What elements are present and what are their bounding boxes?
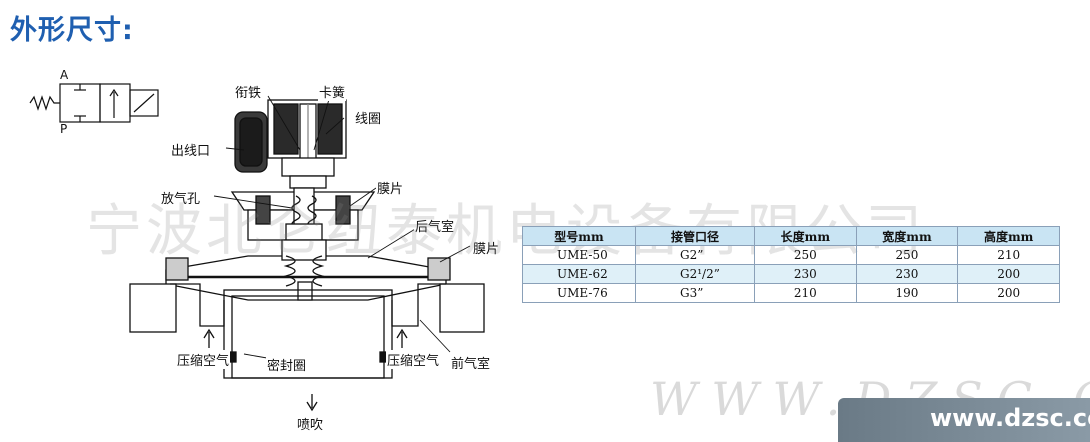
- cell-pipe-size: G3”: [635, 283, 755, 303]
- cell-height: 200: [957, 283, 1060, 303]
- site-badge-text: www.dzsc.com: [930, 404, 1090, 432]
- callout-coil: 线圈: [354, 108, 383, 127]
- port-a-label: A: [60, 68, 69, 82]
- cell-model: UME-50: [522, 245, 636, 265]
- site-badge[interactable]: www.dzsc.com: [838, 398, 1090, 442]
- callout-armature: 衔铁: [234, 82, 263, 101]
- cell-length: 230: [754, 264, 857, 284]
- valve-symbol: [29, 83, 159, 123]
- callout-bleed-hole: 放气孔: [160, 188, 202, 207]
- cell-pipe-size: G2”: [635, 245, 755, 265]
- header-height: 高度mm: [957, 226, 1060, 246]
- page-heading: 外形尺寸:: [10, 15, 134, 46]
- callout-rear-chamber: 后气室: [414, 216, 456, 235]
- header-model: 型号mm: [522, 226, 636, 246]
- callout-compressed-air-left: 压缩空气: [176, 350, 231, 369]
- callout-spring-clip: 卡簧: [318, 82, 347, 101]
- flow-arrows: [203, 328, 408, 412]
- header-pipe-size: 接管口径: [635, 226, 755, 246]
- cell-length: 250: [754, 245, 857, 265]
- callout-spray: 喷吹: [296, 414, 325, 433]
- cell-width: 230: [855, 264, 959, 284]
- cell-pipe-size: G2¹/2”: [635, 264, 755, 284]
- cell-height: 200: [957, 264, 1060, 284]
- coil-head: [234, 99, 347, 189]
- cell-height: 210: [957, 245, 1060, 265]
- valve-cover: [230, 187, 376, 241]
- port-p-label: P: [60, 122, 68, 136]
- table-header-row: 型号mm 接管口径 长度mm 宽度mm 高度mm: [522, 226, 1060, 246]
- cell-width: 250: [855, 245, 959, 265]
- cell-model: UME-62: [522, 264, 636, 284]
- callout-diaphragm-top: 膜片: [376, 178, 405, 197]
- cell-length: 210: [754, 283, 857, 303]
- valve-lower-body: [129, 283, 485, 379]
- table-row: UME-76 G3” 210 190 200: [522, 283, 1060, 303]
- callout-wire-outlet: 出线口: [170, 140, 212, 159]
- callout-diaphragm-right: 膜片: [472, 238, 501, 257]
- valve-body: [165, 239, 451, 301]
- cell-width: 190: [855, 283, 959, 303]
- callout-front-chamber: 前气室: [450, 353, 492, 372]
- header-width: 宽度mm: [855, 226, 959, 246]
- header-length: 长度mm: [754, 226, 857, 246]
- table-row: UME-50 G2” 250 250 210: [522, 245, 1060, 265]
- table-row: UME-62 G2¹/2” 230 230 200: [522, 264, 1060, 284]
- dimensions-table: 型号mm 接管口径 长度mm 宽度mm 高度mm UME-50 G2” 250 …: [522, 226, 1060, 303]
- callout-compressed-air-right: 压缩空气: [386, 350, 441, 369]
- cell-model: UME-76: [522, 283, 636, 303]
- callout-seal-ring: 密封圈: [266, 355, 308, 374]
